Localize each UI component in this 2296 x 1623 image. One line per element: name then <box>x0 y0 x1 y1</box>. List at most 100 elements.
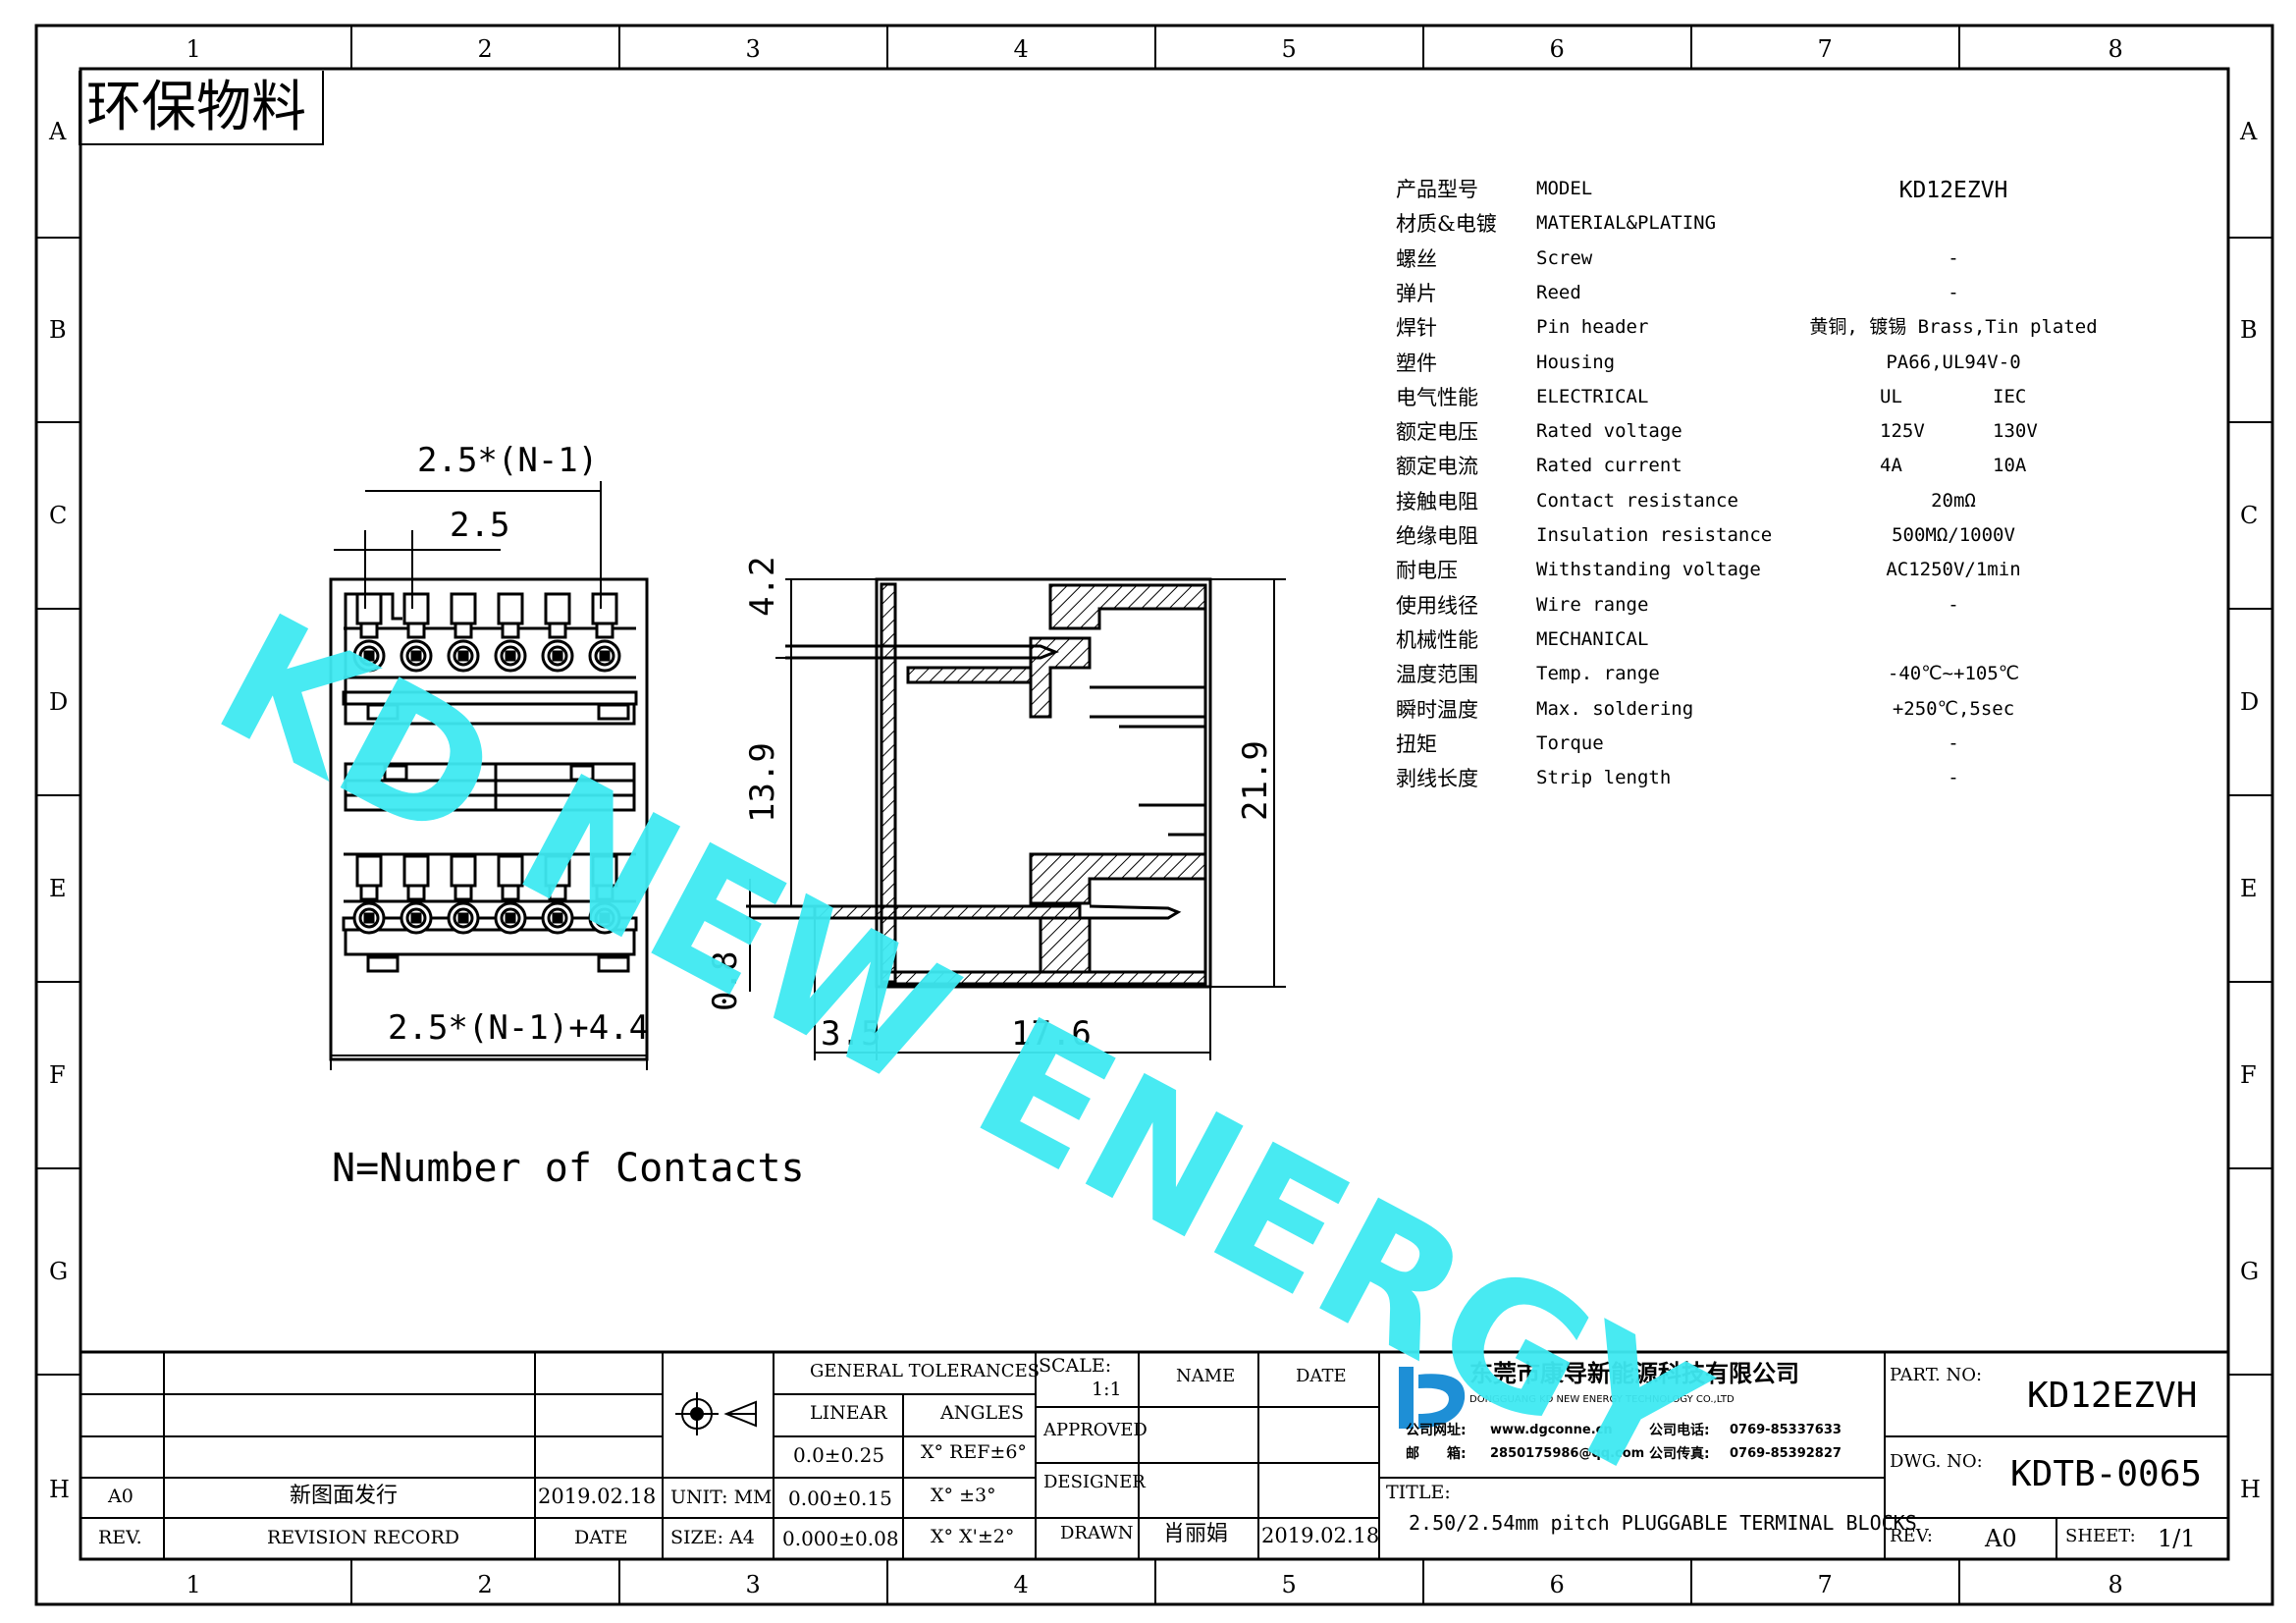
terminal-contact <box>552 650 563 662</box>
spec-value: -40℃~+105℃ <box>1887 663 2020 685</box>
terminal-contact <box>599 650 611 662</box>
terminal-contact <box>406 622 426 639</box>
terminal-contact <box>497 592 524 625</box>
dwg-no: KDTB-0065 <box>2010 1454 2203 1494</box>
zone-row-label: E <box>49 875 67 902</box>
spec-label-cn: 绝缘电阻 <box>1396 524 1478 548</box>
scale-label: SCALE: <box>1039 1355 1112 1377</box>
spec-label-cn: 扭矩 <box>1396 731 1437 756</box>
spec-value-iec: 10A <box>1993 455 2027 477</box>
zone-row-label: H <box>2240 1476 2261 1503</box>
zone-col-label: 5 <box>1281 1571 1297 1598</box>
linear-tol-3: 0.000±0.08 <box>782 1527 899 1550</box>
zone-row-label: G <box>49 1258 69 1285</box>
spec-label-en: Torque <box>1536 731 1604 754</box>
zone-row-label: D <box>2240 688 2260 716</box>
company-mail: 2850175986@qq.com <box>1490 1446 1645 1461</box>
terminal-contact <box>355 854 383 888</box>
zone-col-label: 8 <box>2108 1571 2123 1598</box>
company-fax-label: 公司传真: <box>1649 1446 1710 1462</box>
terminal-contact <box>501 622 520 639</box>
company-mail-label: 邮 箱: <box>1406 1446 1467 1462</box>
name-header: NAME <box>1176 1366 1236 1386</box>
terminal-contact <box>410 650 422 662</box>
spec-label-cn: 螺丝 <box>1396 246 1437 271</box>
spec-value: - <box>1948 246 1959 269</box>
rev-label: REV: <box>1890 1526 1933 1546</box>
drawn-name: 肖丽娟 <box>1163 1522 1229 1546</box>
spec-label-en: Withstanding voltage <box>1536 559 1761 581</box>
zone-col-label: 3 <box>745 1571 761 1598</box>
zone-col-label: 4 <box>1013 1571 1029 1598</box>
size-label: SIZE: A4 <box>670 1527 755 1548</box>
zone-col-label: 2 <box>477 35 493 63</box>
company-tel-label: 公司电话: <box>1649 1423 1710 1438</box>
spec-label-en: Strip length <box>1536 767 1672 789</box>
spec-value: 500MΩ/1000V <box>1892 524 2015 546</box>
zone-col-label: 6 <box>1549 1571 1565 1598</box>
zone-col-label: 8 <box>2108 35 2123 63</box>
spec-label-en: Rated current <box>1536 455 1682 477</box>
zone-row-label: C <box>2240 502 2259 529</box>
terminal-contact <box>595 884 614 901</box>
spec-label-en: Rated voltage <box>1536 420 1682 443</box>
terminal-contact <box>457 650 469 662</box>
rev-date: 2019.02.18 <box>538 1485 657 1508</box>
spec-value: 20mΩ <box>1931 489 1976 512</box>
terminal-contact <box>457 912 469 924</box>
dim-4-2: 4.2 <box>743 556 782 617</box>
terminal-contact <box>505 650 516 662</box>
zone-col-label: 7 <box>1817 35 1833 63</box>
spec-label-en: MECHANICAL <box>1536 627 1649 650</box>
zone-col-label: 2 <box>477 1571 493 1598</box>
angles-header: ANGLES <box>940 1402 1025 1424</box>
spec-label-cn: 焊针 <box>1396 316 1437 341</box>
eco-material-stamp: 环保物料 <box>79 71 324 145</box>
zone-row-label: A <box>2240 118 2258 145</box>
spec-label-cn: 弹片 <box>1396 281 1437 305</box>
spec-value: - <box>1948 281 1959 303</box>
dim-21-9: 21.9 <box>1236 740 1275 821</box>
spec-label-cn: 材质&电镀 <box>1396 212 1497 237</box>
zone-row-label: G <box>2240 1258 2260 1285</box>
terminal-contact <box>548 884 567 901</box>
spec-label-cn: 温度范围 <box>1396 663 1478 687</box>
projection-symbol <box>675 1392 757 1435</box>
zone-col-label: 5 <box>1281 35 1297 63</box>
spec-value: - <box>1948 767 1959 789</box>
spec-label-cn: 剥线长度 <box>1396 767 1478 791</box>
terminal-contact <box>410 912 422 924</box>
terminal-contact <box>359 884 379 901</box>
spec-value: - <box>1948 731 1959 754</box>
spec-value-ul: 4A <box>1880 455 1902 477</box>
company-web-label: 公司网址: <box>1406 1423 1467 1438</box>
spec-label-en: Reed <box>1536 281 1581 303</box>
spec-label-cn: 耐电压 <box>1396 559 1458 583</box>
spec-value: 黄铜, 镀锡 Brass,Tin plated <box>1809 316 2098 339</box>
sheet-value: 1/1 <box>2158 1525 2196 1552</box>
spec-label-en: Insulation resistance <box>1536 524 1773 546</box>
spec-value: +250℃,5sec <box>1892 697 2015 720</box>
company-name-en: DONGGUANG KD NEW ENERGY TECHNOLOGY CO.,L… <box>1469 1394 1735 1405</box>
zone-col-label: 1 <box>186 1571 201 1598</box>
spec-value-ul: 125V <box>1880 420 1925 443</box>
title-label: TITLE: <box>1386 1482 1451 1503</box>
zone-row-label: F <box>49 1061 66 1089</box>
spec-value: PA66,UL94V-0 <box>1886 351 2021 373</box>
zone-col-label: 6 <box>1549 35 1565 63</box>
terminal-contact <box>544 592 571 625</box>
terminal-contact <box>548 622 567 639</box>
zone-col-label: 3 <box>745 35 761 63</box>
dim-pitch: 2.5 <box>450 506 510 545</box>
company-fax: 0769-85392827 <box>1730 1446 1842 1461</box>
terminal-contact <box>359 622 379 639</box>
designer-label: DESIGNER <box>1043 1472 1146 1492</box>
unit-label: UNIT: MM <box>670 1487 773 1508</box>
general-tolerances: GENERAL TOLERANCES <box>810 1361 1041 1381</box>
company-logo <box>1399 1367 1466 1429</box>
approved-label: APPROVED <box>1043 1420 1148 1440</box>
spec-value: KD12EZVH <box>1898 178 2008 203</box>
date-header: DATE <box>574 1527 628 1548</box>
terminal-contact <box>501 884 520 901</box>
